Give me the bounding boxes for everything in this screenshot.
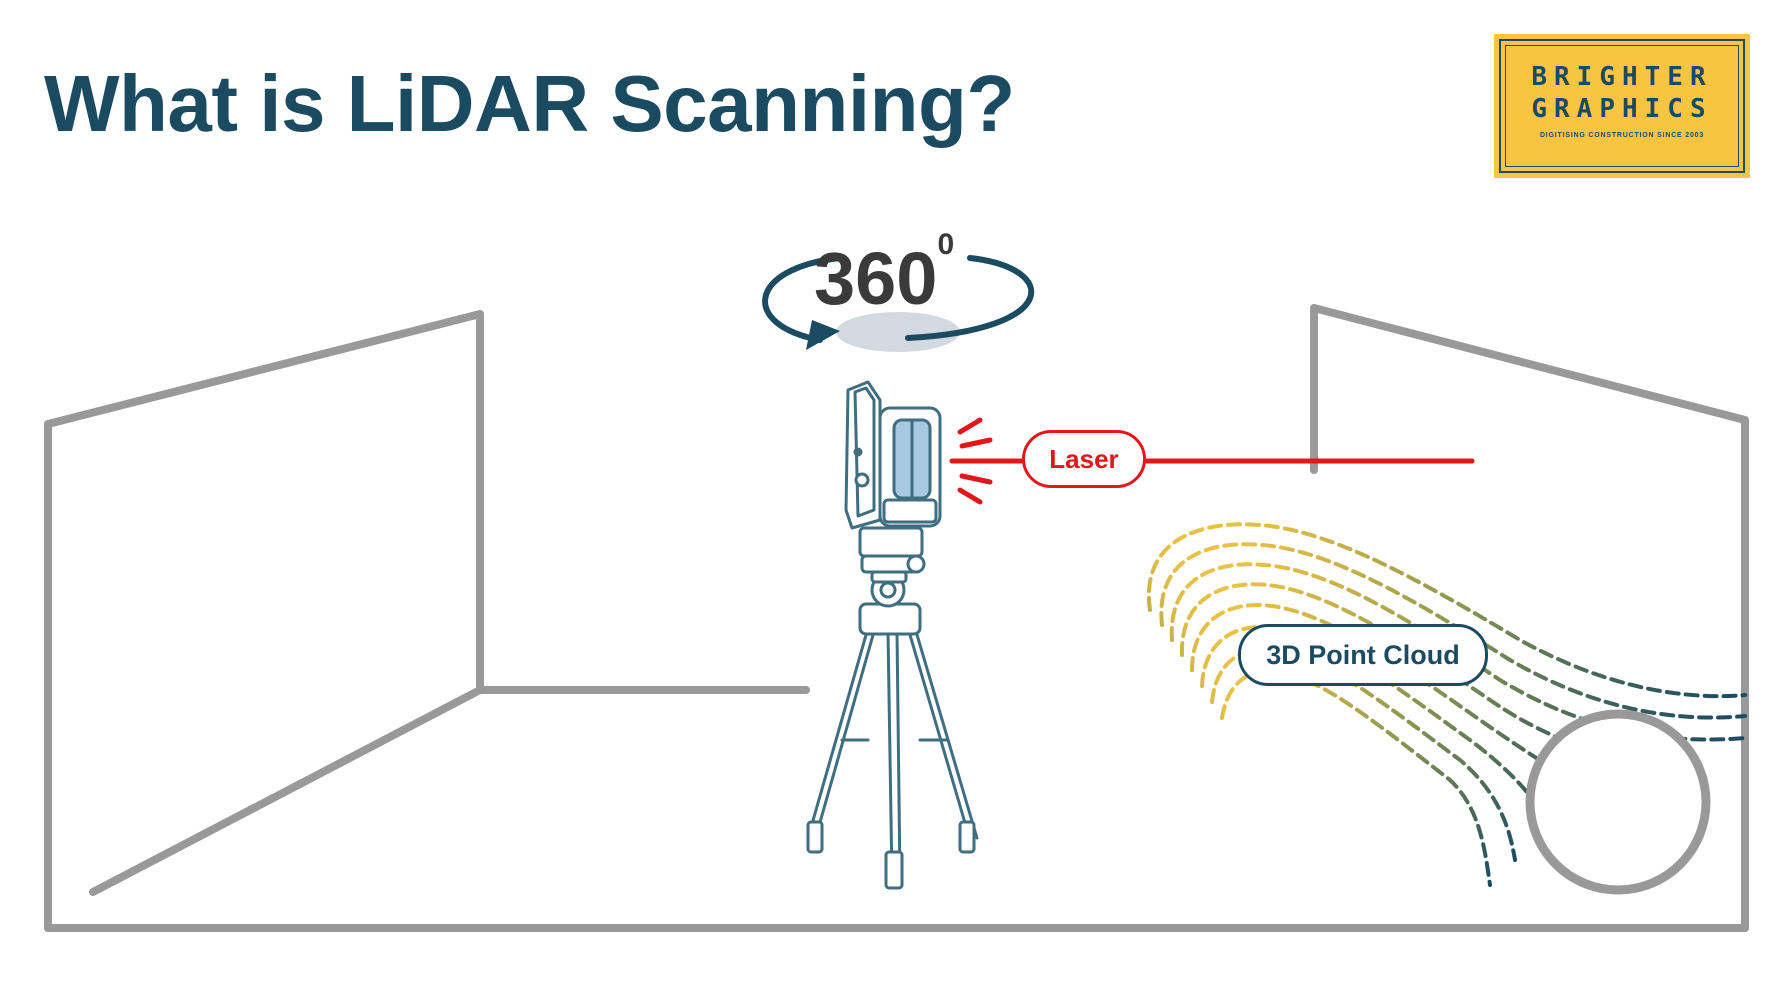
laser-ray-2	[959, 437, 993, 449]
laser-beam	[949, 417, 1475, 505]
room-outline	[44, 304, 1749, 932]
laser-ray-1	[957, 417, 983, 435]
laser-label: Laser	[1022, 430, 1146, 488]
tripod-leg-center	[886, 630, 894, 882]
rotation-arrowhead	[806, 320, 840, 350]
logo-word-brighter: BRIGHTER	[1531, 62, 1713, 92]
degree-symbol: 0	[937, 228, 955, 261]
lidar-scanner	[806, 380, 979, 890]
logo-word-graphics: GRAPHICS	[1531, 94, 1713, 124]
left-wall	[44, 310, 484, 932]
logo-frame	[1499, 39, 1745, 173]
right-wall	[1310, 304, 1749, 932]
rotation-arc-left	[762, 255, 843, 343]
rotation-indicator	[762, 255, 1035, 352]
brighter-graphics-logo: BRIGHTER GRAPHICS DIGITISING CONSTRUCTIO…	[1494, 34, 1750, 178]
point-cloud-label: 3D Point Cloud	[1238, 624, 1488, 686]
tripod-leg-right	[906, 626, 972, 842]
logo-inner-frame	[1505, 45, 1739, 167]
laser-ray-3	[959, 473, 993, 485]
point-cloud-floor	[973, 696, 1602, 922]
pipe-circle	[1525, 709, 1711, 895]
rotation-shadow	[836, 312, 960, 352]
laser-ray-4	[957, 487, 983, 505]
page-title: What is LiDAR Scanning?	[44, 59, 1015, 148]
tripod-leg-left	[813, 626, 877, 842]
rotation-value: 360	[814, 237, 938, 320]
rotation-label: 3600	[814, 228, 954, 321]
rotation-arc-right	[905, 255, 1035, 341]
logo-tagline: DIGITISING CONSTRUCTION SINCE 2003	[1539, 132, 1705, 139]
